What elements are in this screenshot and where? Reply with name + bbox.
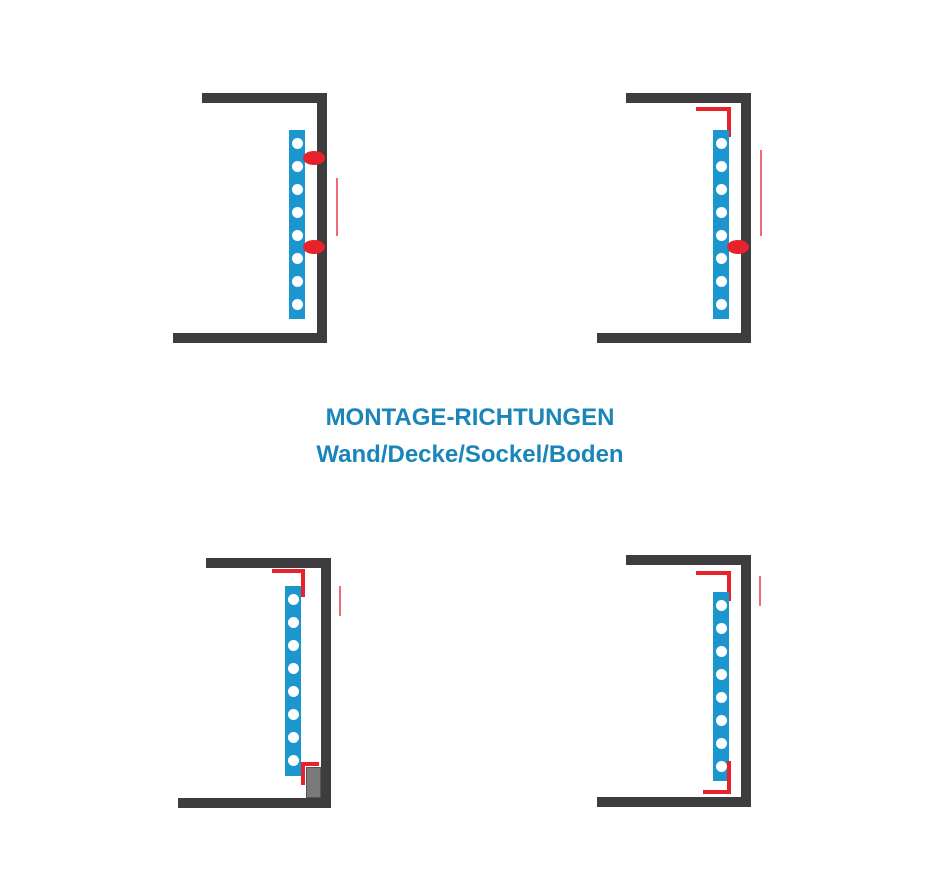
led-icon — [287, 755, 299, 766]
light-indicator-icon — [759, 576, 761, 606]
mounting-bracket-top-horizontal — [696, 107, 731, 111]
led-icon — [291, 276, 303, 287]
led-strip — [713, 130, 729, 319]
mounting-bracket-top-vertical — [727, 107, 731, 137]
side-wall — [317, 93, 327, 343]
side-wall — [741, 93, 751, 343]
led-strip — [285, 586, 301, 776]
led-icon — [291, 253, 303, 264]
mounting-clip-icon — [727, 240, 749, 254]
led-icon — [287, 686, 299, 697]
mounting-clip-icon — [303, 151, 325, 165]
title-line-1: MONTAGE-RICHTUNGEN — [325, 404, 615, 431]
floor-wall — [597, 333, 751, 343]
mounting-bracket-top-vertical — [301, 569, 305, 597]
led-icon — [715, 600, 727, 611]
ceiling-wall — [626, 93, 751, 103]
led-icon — [715, 207, 727, 218]
mounting-clip-icon — [303, 240, 325, 254]
led-icon — [287, 617, 299, 628]
led-strip — [713, 592, 729, 781]
mounting-bracket-bottom-vertical — [727, 761, 731, 794]
light-indicator-icon — [339, 586, 341, 616]
side-wall — [321, 558, 331, 808]
led-strip — [289, 130, 305, 319]
led-icon — [715, 276, 727, 287]
ceiling-wall — [626, 555, 751, 565]
led-icon — [715, 669, 727, 680]
led-icon — [715, 253, 727, 264]
led-icon — [715, 646, 727, 657]
led-icon — [287, 709, 299, 720]
mounting-bracket-bottom-horizontal — [703, 790, 731, 794]
floor-wall — [173, 333, 327, 343]
led-icon — [291, 138, 303, 149]
floor-wall — [597, 797, 751, 807]
led-icon — [287, 663, 299, 674]
mounting-bracket-top-vertical — [727, 571, 731, 601]
led-icon — [715, 138, 727, 149]
led-icon — [715, 230, 727, 241]
led-icon — [715, 692, 727, 703]
led-icon — [715, 738, 727, 749]
mounting-bracket-top-horizontal — [272, 569, 305, 573]
led-icon — [715, 299, 727, 310]
floor-wall — [178, 798, 331, 808]
ceiling-wall — [206, 558, 331, 568]
led-icon — [715, 761, 727, 772]
led-icon — [291, 207, 303, 218]
ceiling-wall — [202, 93, 327, 103]
led-icon — [287, 732, 299, 743]
led-icon — [715, 161, 727, 172]
plinth-block — [306, 767, 321, 798]
led-icon — [287, 594, 299, 605]
led-icon — [291, 299, 303, 310]
light-indicator-icon — [760, 150, 762, 236]
mounting-bracket-bottom-horizontal — [301, 762, 319, 766]
mounting-bracket-top-horizontal — [696, 571, 731, 575]
led-icon — [287, 640, 299, 651]
led-icon — [291, 230, 303, 241]
led-icon — [291, 161, 303, 172]
title-line-2: Wand/Decke/Sockel/Boden — [316, 441, 624, 468]
mounting-bracket-bottom-vertical — [301, 762, 305, 785]
light-indicator-icon — [336, 178, 338, 236]
side-wall — [741, 555, 751, 807]
led-icon — [715, 623, 727, 634]
led-icon — [715, 184, 727, 195]
led-icon — [291, 184, 303, 195]
led-icon — [715, 715, 727, 726]
